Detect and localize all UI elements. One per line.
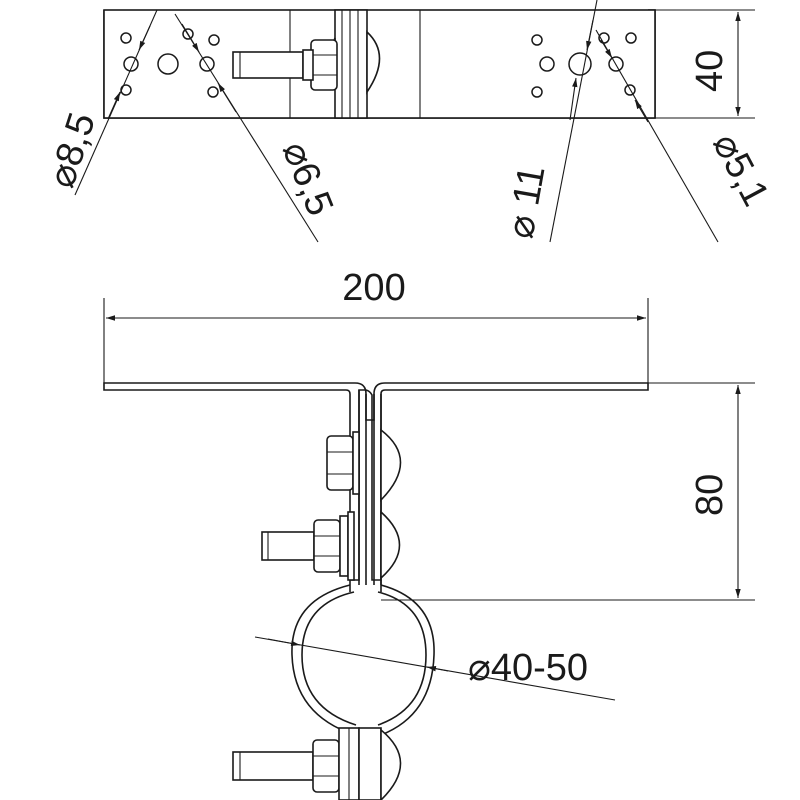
hole-right-4 [568, 52, 592, 76]
leader-8-5 [138, 25, 151, 51]
top-view [74, 0, 755, 243]
top-hex-nut [310, 39, 338, 91]
front-middle-dome [380, 510, 401, 580]
front-upper-hex-nut [326, 435, 354, 491]
hole-right-8 [625, 32, 637, 44]
dim-text-40: 40 [689, 50, 731, 92]
front-base-plate [103, 382, 649, 581]
hole-left-7 [207, 86, 219, 98]
top-bolt-shaft [232, 51, 304, 79]
hole-right-1 [531, 34, 543, 46]
front-view [103, 298, 755, 800]
front-lower-bolt [232, 751, 314, 781]
front-middle-hex-nut [313, 519, 341, 573]
dim-text-6-5: ⌀6,5 [274, 136, 341, 222]
dim-text-11: ⌀ 11 [500, 162, 554, 241]
hole-right-3 [531, 86, 543, 98]
pipe-clamp-ring [291, 584, 435, 736]
hole-left-1 [120, 32, 132, 44]
front-lower-hex-nut [312, 739, 340, 793]
hole-right-2 [539, 56, 555, 72]
front-middle-bolt [261, 531, 315, 561]
leader-5-1 [595, 29, 719, 243]
hole-left-4 [157, 53, 179, 75]
front-lower-dome [380, 728, 402, 800]
front-upper-dome [380, 428, 402, 502]
dim-text-80: 80 [689, 474, 731, 516]
dim-text-40-50: ⌀40-50 [468, 647, 588, 689]
dim-text-5-1: ⌀5,1 [704, 127, 777, 214]
hole-left-8 [208, 34, 220, 46]
dim-text-200: 200 [342, 267, 405, 309]
